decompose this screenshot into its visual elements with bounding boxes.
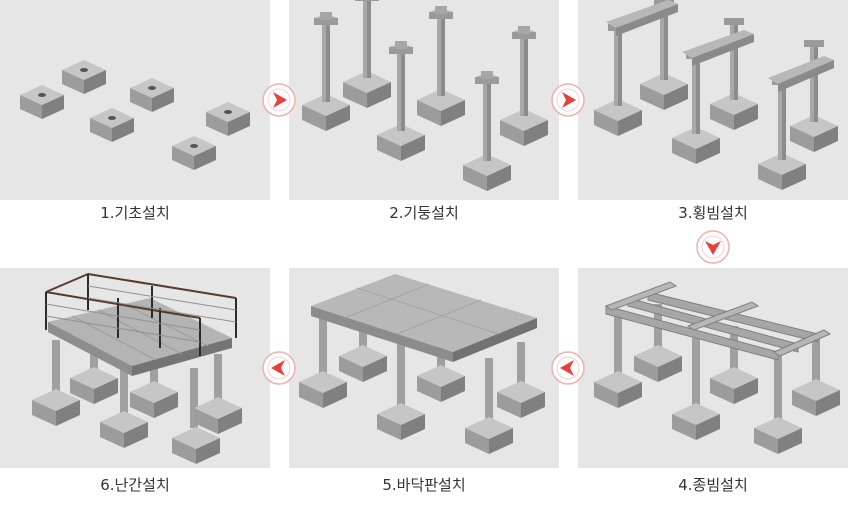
chevron-arrow-icon [262,351,296,385]
step-6-panel [0,268,270,468]
step-2-panel [289,0,559,200]
foundation-illustration [20,60,250,170]
step-3-panel [578,0,848,200]
chevron-arrow-icon [696,230,730,264]
step-3-label: 3.횡빔설치 [678,204,748,222]
chevron-arrow-icon [262,83,296,117]
step-5-label: 5.바닥판설치 [382,476,466,494]
transverse-beam-illustration [594,0,838,190]
step-1-label: 1.기초설치 [100,204,170,222]
step-5-panel [289,268,559,468]
deck-slab-illustration [299,274,545,454]
step-4-label: 4.종빔설치 [678,476,748,494]
railing-illustration [32,273,242,464]
step-6-label: 6.난간설치 [100,476,170,494]
chevron-arrow-icon [551,351,585,385]
longitudinal-beam-illustration [594,281,840,454]
chevron-arrow-icon [551,83,585,117]
step-1-panel [0,0,270,200]
step-4-panel [578,268,848,468]
column-illustration [302,0,548,191]
step-2-label: 2.기둥설치 [389,204,459,222]
